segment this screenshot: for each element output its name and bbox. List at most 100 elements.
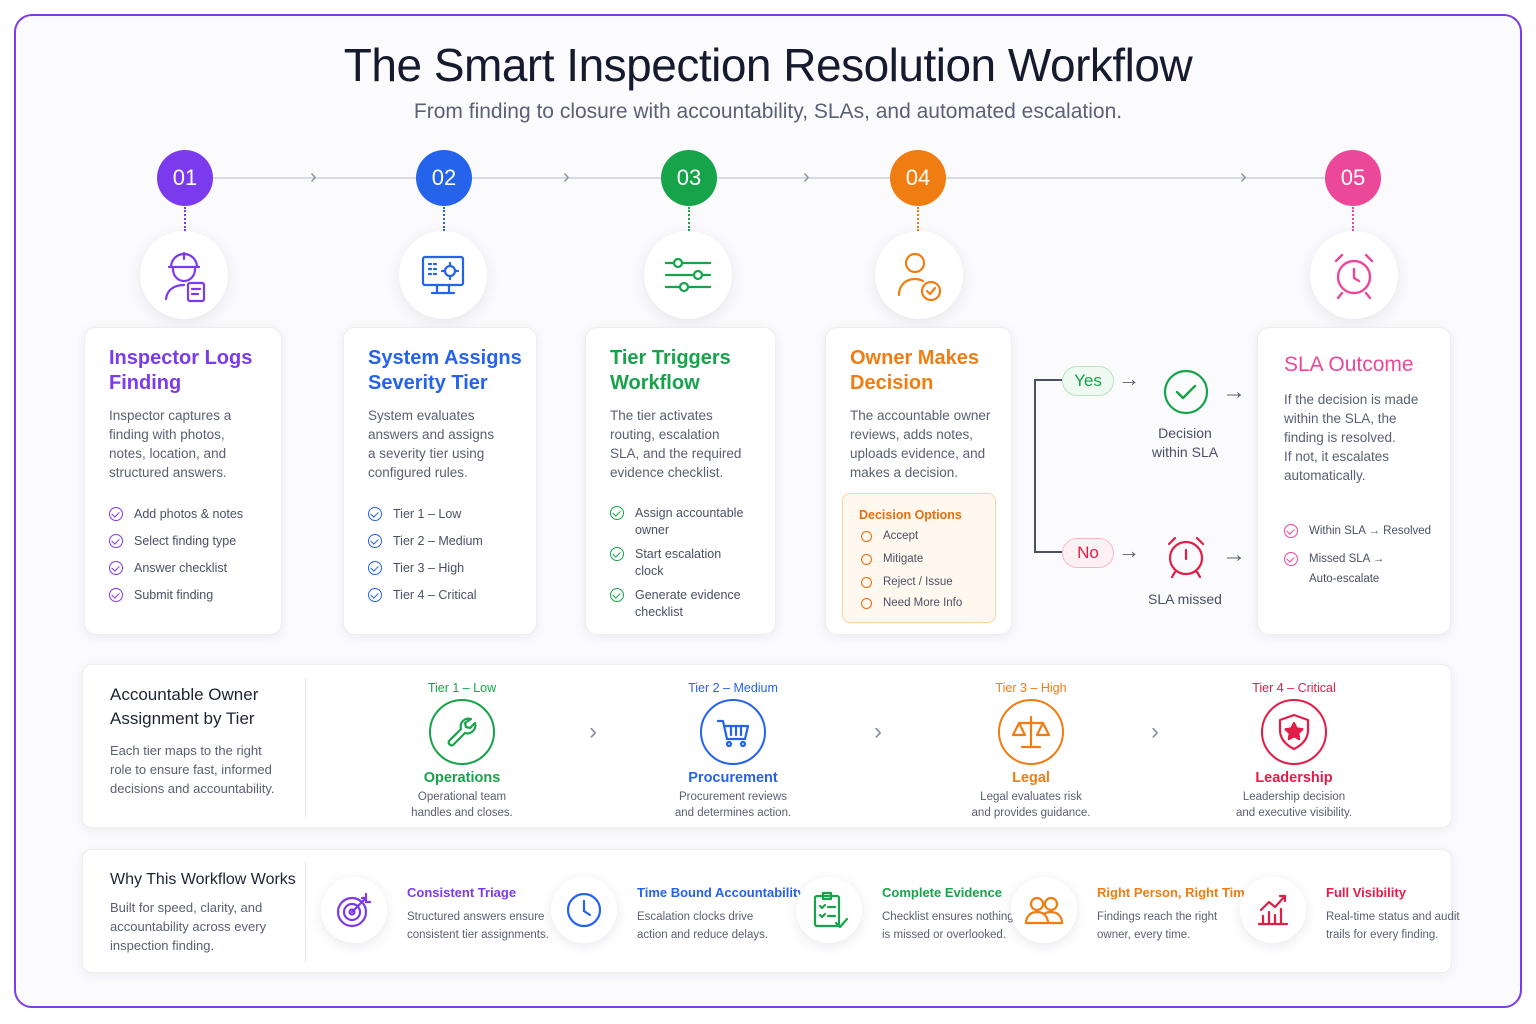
wrench-icon: [429, 699, 495, 765]
check-icon: [1284, 552, 1298, 566]
step-card-1: Inspector Logs Finding Inspector capture…: [84, 327, 282, 635]
divider: [305, 862, 306, 962]
decision-options-box: Decision Options Accept Mitigate Reject …: [842, 493, 996, 623]
decision-options-title: Decision Options: [859, 508, 962, 522]
benefit-title: Complete Evidence: [882, 885, 1002, 900]
option-reject: Reject / Issue: [861, 576, 953, 588]
arrow-right-icon: →: [1118, 538, 1140, 563]
divider: [305, 677, 306, 817]
no-pill: No: [1062, 538, 1114, 568]
people-icon: [1011, 877, 1077, 943]
branch-line: [1034, 379, 1062, 381]
check-icon: [109, 534, 123, 548]
checklist-icon: [796, 877, 862, 943]
tier-name: Leadership: [1255, 770, 1333, 786]
connector: [443, 207, 445, 231]
timeline-chevron-icon: ›: [1240, 166, 1247, 188]
chevron-right-icon: ›: [874, 718, 882, 745]
radio-icon: [861, 553, 872, 565]
list-item: Tier 3 – High: [368, 560, 483, 577]
option-mitigate: Mitigate: [861, 553, 923, 565]
check-circle-icon: [1163, 369, 1209, 415]
tier-label: Tier 3 – High: [995, 681, 1067, 695]
list-item: Select finding type: [109, 533, 243, 550]
alarm-clock-icon: [1310, 231, 1398, 319]
connector: [1352, 207, 1354, 231]
list-item: Within SLA → Resolved: [1284, 523, 1431, 540]
clock-icon: [551, 877, 617, 943]
check-icon: [368, 588, 382, 602]
list-item: Tier 1 – Low: [368, 506, 483, 523]
check-icon: [368, 561, 382, 575]
target-icon: [321, 877, 387, 943]
tier-label: Tier 4 – Critical: [1252, 681, 1336, 695]
inspector-icon: [140, 231, 228, 319]
step-number-2: 02: [416, 150, 472, 206]
scales-icon: [998, 699, 1064, 765]
chevron-right-icon: ›: [589, 718, 597, 745]
page-subtitle: From finding to closure with accountabil…: [413, 100, 1123, 123]
step-number-1: 01: [157, 150, 213, 206]
radio-icon: [861, 597, 872, 609]
monitor-gear-icon: [399, 231, 487, 319]
step-items: Add photos & notes Select finding type A…: [109, 506, 243, 604]
check-icon: [610, 588, 624, 602]
connector: [917, 207, 919, 231]
timeline-line: [185, 177, 1353, 179]
arrow-right-icon: →: [1118, 366, 1140, 391]
tier-label: Tier 2 – Medium: [688, 681, 778, 695]
step-number-3: 03: [661, 150, 717, 206]
timeline-chevron-icon: ›: [310, 166, 317, 188]
arrow-right-icon: →: [1222, 541, 1246, 568]
tier-name: Operations: [423, 770, 501, 786]
check-icon: [368, 507, 382, 521]
connector: [688, 207, 690, 231]
alarm-clock-icon: [1167, 536, 1205, 579]
timeline-chevron-icon: ›: [803, 166, 810, 188]
check-icon: [109, 507, 123, 521]
radio-icon: [861, 576, 872, 588]
branch-line: [1034, 380, 1036, 552]
option-accept: Accept: [861, 530, 918, 542]
no-outcome-label: SLA missed: [1148, 591, 1222, 607]
step-number-5: 05: [1325, 150, 1381, 206]
chart-icon: [1240, 877, 1306, 943]
step-title: Inspector Logs Finding: [109, 347, 253, 394]
page-title: The Smart Inspection Resolution Workflow: [343, 39, 1193, 91]
list-item: Submit finding: [109, 587, 243, 604]
step-title: SLA Outcome: [1284, 353, 1414, 376]
tier-label: Tier 1 – Low: [427, 681, 497, 695]
check-icon: [610, 506, 624, 520]
panel-title: Why This Workflow Works: [110, 871, 296, 888]
yes-pill: Yes: [1062, 366, 1114, 396]
check-icon: [1284, 524, 1298, 538]
option-need-more-info: Need More Info: [861, 597, 962, 609]
list-item: Tier 2 – Medium: [368, 533, 483, 550]
benefit-title: Full Visibility: [1326, 885, 1406, 900]
check-icon: [109, 561, 123, 575]
